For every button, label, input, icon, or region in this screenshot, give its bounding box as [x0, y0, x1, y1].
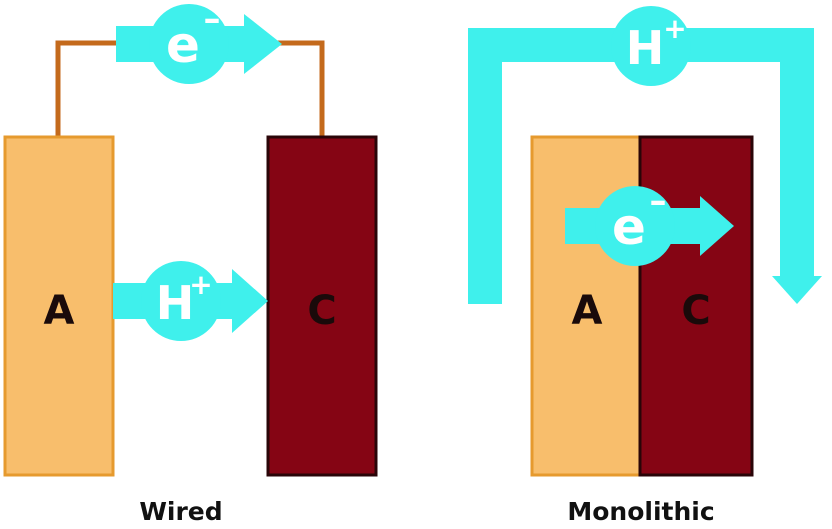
- wired-proton-symbol: H: [156, 276, 195, 330]
- svg-text:e: e: [166, 16, 200, 74]
- monolithic-panel: H + A C e – Monolithic: [468, 6, 822, 526]
- wired-caption: Wired: [139, 497, 222, 526]
- wired-cathode-label: C: [307, 288, 336, 334]
- wired-cathode: [266, 135, 378, 477]
- monolithic-anode-label: A: [572, 288, 603, 334]
- wired-proton-charge: +: [189, 268, 212, 301]
- wired-panel: A C e – H + Wired: [3, 0, 378, 526]
- wired-electron-symbol: e: [166, 16, 200, 74]
- monolithic-cathode: [638, 135, 754, 477]
- monolithic-electron-symbol: e: [612, 198, 646, 256]
- monolithic-electron-arrow: e –: [565, 181, 734, 266]
- monolithic-proton-symbol: H: [626, 21, 665, 75]
- wired-anode-label: A: [44, 288, 75, 334]
- wired-electron-arrow: e –: [116, 0, 282, 84]
- monolithic-proton-path: H +: [468, 6, 822, 304]
- monolithic-proton-charge: +: [663, 12, 686, 45]
- wired-proton-arrow: H +: [113, 261, 268, 341]
- monolithic-cathode-label: C: [681, 288, 710, 334]
- monolithic-caption: Monolithic: [567, 497, 714, 526]
- monolithic-electron-charge: –: [650, 181, 667, 221]
- wired-electron-charge: –: [204, 0, 221, 39]
